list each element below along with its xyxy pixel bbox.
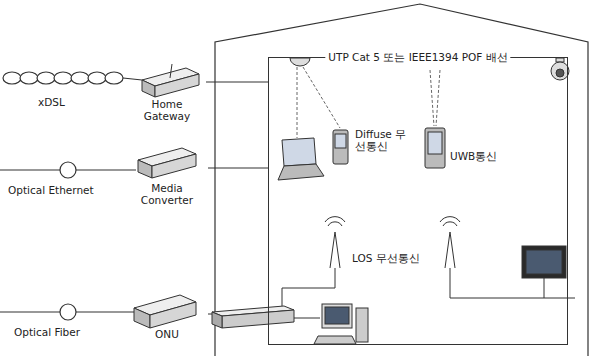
camera-icon (551, 58, 569, 80)
camera-icon (556, 58, 564, 62)
cable (292, 318, 320, 319)
optical-ethernet-line (0, 162, 136, 178)
xdsl-line (3, 72, 142, 84)
antenna-icon (325, 217, 460, 268)
wireless-link (436, 70, 440, 126)
ceiling-access-point (290, 58, 310, 66)
xdsl-line (20, 72, 38, 84)
xdsl-line (71, 72, 89, 84)
pc-icon (325, 307, 349, 324)
tv-icon (522, 246, 566, 298)
label-text: Optical Ethernet (8, 184, 94, 196)
tablet-icon (428, 132, 442, 154)
label-text: LOS 무선통신 (352, 252, 420, 264)
antenna-icon (330, 232, 340, 268)
laptop-icon (282, 138, 316, 166)
pda-icon (333, 130, 348, 164)
onu-icon (134, 295, 196, 328)
device-label: Home Gateway (137, 98, 197, 122)
pda-icon (333, 130, 348, 164)
xdsl-line (3, 72, 21, 84)
xdsl-line (37, 72, 55, 84)
optical-ethernet-line (60, 162, 76, 178)
tablet-icon (425, 128, 445, 168)
device-box: Media Converter (126, 146, 208, 208)
frame-title: UTP Cat 5 또는 IEEE1394 POF 배선 (325, 50, 510, 64)
device-label: Media Converter (137, 182, 197, 206)
wire-connector (208, 167, 268, 168)
antenna-icon (328, 222, 342, 226)
optical-fiber-line (0, 304, 134, 320)
wire-connector (206, 81, 268, 82)
home-gateway-icon (142, 64, 199, 97)
tv-icon (526, 250, 562, 274)
wireless-link (430, 70, 434, 126)
switch-hub-icon (212, 312, 222, 328)
wiring-frame: UTP Cat 5 또는 IEEE1394 POF 배선 (268, 57, 568, 345)
tv-icon (522, 246, 566, 278)
switch-hub-icon (212, 306, 294, 328)
home-gateway-icon (142, 80, 155, 97)
antenna-icon (443, 222, 457, 226)
pda-icon (335, 134, 346, 148)
device-label: ONU (137, 328, 197, 340)
xdsl-line (88, 72, 106, 84)
laptop-icon (278, 164, 324, 180)
pc-icon (314, 336, 356, 344)
onu-icon (134, 308, 150, 328)
onu-icon (150, 302, 196, 328)
pc-icon (356, 308, 368, 342)
pc-icon (322, 304, 352, 328)
switch-hub-icon (222, 310, 294, 328)
antenna-icon (445, 232, 455, 268)
ceiling-access-point (290, 58, 310, 66)
media-converter-icon (138, 148, 196, 178)
antenna-icon (440, 217, 460, 222)
xdsl-line (123, 78, 142, 80)
wireless-link (297, 67, 298, 138)
device-box: ONU (126, 292, 208, 342)
camera-icon (556, 69, 564, 77)
laptop-icon (278, 138, 324, 180)
pc-icon (314, 304, 368, 344)
home-gateway-icon (155, 74, 199, 97)
label-text: xDSL (38, 96, 65, 108)
xdsl-line (54, 72, 72, 84)
home-gateway-icon (170, 64, 172, 78)
cable (282, 268, 335, 306)
house-outline (215, 4, 588, 356)
wireless-link (297, 67, 440, 138)
tv-icon (544, 278, 545, 298)
house-outline (215, 4, 588, 356)
camera-icon (551, 62, 569, 80)
wireless-link (303, 67, 340, 128)
media-converter-icon (152, 154, 196, 178)
label-text: Diffuse 무선통신 (355, 128, 413, 152)
xdsl-line (105, 72, 123, 84)
optical-fiber-line (60, 304, 76, 320)
media-converter-icon (138, 160, 152, 178)
antenna-icon (325, 217, 345, 222)
label-text: Optical Fiber (14, 326, 80, 338)
label-text: UWB통신 (450, 150, 497, 162)
device-box: Home Gateway (128, 62, 206, 124)
tablet-icon (425, 128, 445, 168)
